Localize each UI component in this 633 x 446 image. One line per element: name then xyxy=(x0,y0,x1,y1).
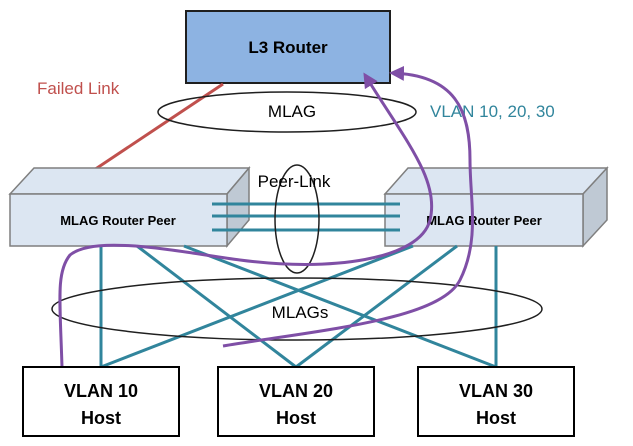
failed-link-label: Failed Link xyxy=(37,79,120,98)
peer-right-front xyxy=(384,193,584,247)
host-vlan10: VLAN 10 Host xyxy=(22,366,180,437)
host-vlan10-box xyxy=(22,366,180,437)
downlink-left-host3 xyxy=(183,244,497,369)
downlinks xyxy=(99,244,498,369)
l3-router-node: L3 Router xyxy=(185,10,391,84)
l3-router-box xyxy=(185,10,391,84)
vlans-label: VLAN 10, 20, 30 xyxy=(430,102,555,121)
host-vlan20-line1: VLAN 20 xyxy=(259,381,333,401)
host-vlan30-box xyxy=(417,366,575,437)
mlags-ellipse xyxy=(51,277,543,341)
host-vlan20: VLAN 20 Host xyxy=(217,366,375,437)
peer-left-label: MLAG Router Peer xyxy=(60,213,176,228)
host-vlan30-line1: VLAN 30 xyxy=(459,381,533,401)
host-vlan10-line2: Host xyxy=(81,408,121,428)
flow-path-host1-via-left-peer xyxy=(58,72,434,368)
host-vlan10-line1: VLAN 10 xyxy=(64,381,138,401)
host-vlan30-line2: Host xyxy=(476,408,516,428)
host-vlan20-box xyxy=(217,366,375,437)
downlink-left-host2 xyxy=(136,244,297,369)
failed-link-line xyxy=(93,82,224,172)
mlag-ellipse xyxy=(157,91,417,133)
mlag-peer-left: MLAG Router Peer xyxy=(8,165,251,249)
l3-router-label: L3 Router xyxy=(248,38,328,57)
mlags-label: MLAGs xyxy=(272,303,329,322)
peer-link-ellipse xyxy=(274,164,320,274)
downlink-right-host2 xyxy=(295,244,458,369)
host-vlan30: VLAN 30 Host xyxy=(417,366,575,437)
mlag-peer-right: MLAG Router Peer xyxy=(383,166,609,248)
flow-path-host1-via-right-peer xyxy=(222,65,474,348)
peer-right-label: MLAG Router Peer xyxy=(426,213,542,228)
peer-right-top xyxy=(383,167,609,195)
peer-left-top xyxy=(8,167,251,195)
host-vlan20-line2: Host xyxy=(276,408,316,428)
downlink-right-host1 xyxy=(100,244,414,369)
mlag-label: MLAG xyxy=(268,102,316,121)
peer-link-label: Peer-Link xyxy=(258,172,331,191)
